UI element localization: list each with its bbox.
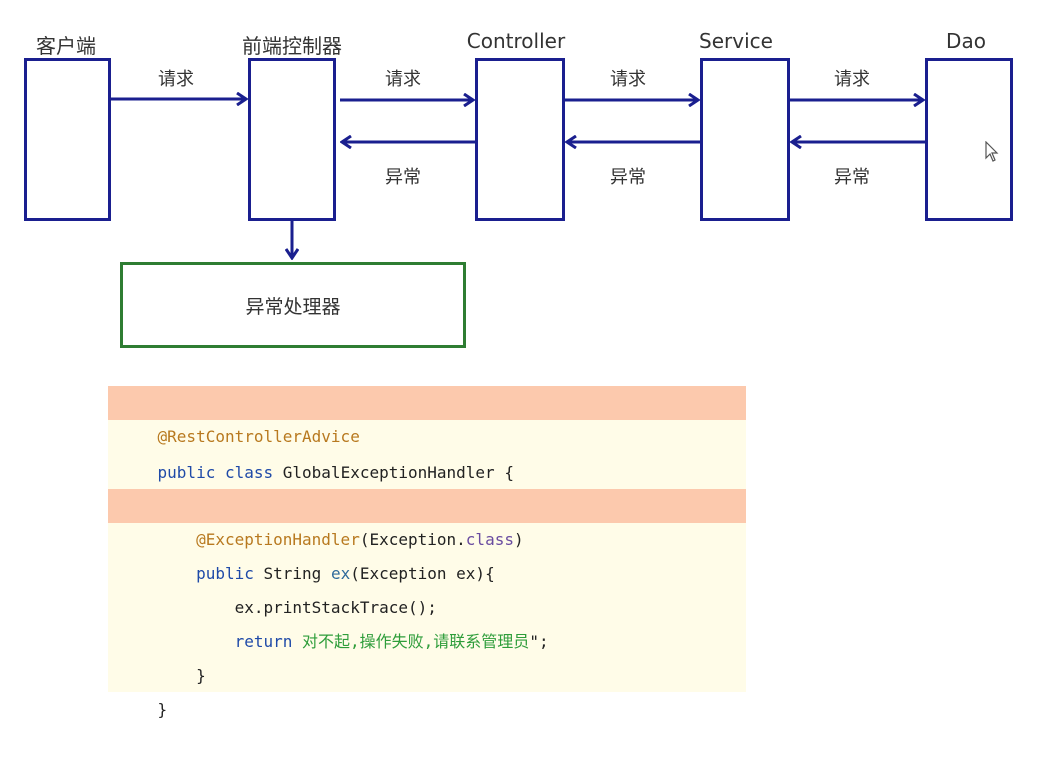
node-box-front-controller — [248, 58, 336, 221]
node-box-dao — [925, 58, 1013, 221]
plain-token: (Exception. — [359, 530, 466, 549]
mouse-cursor-icon — [985, 141, 999, 162]
edge-label-request-4: 请求 — [834, 69, 870, 90]
edge-label-request-3: 请求 — [610, 69, 646, 90]
annotation-token: @RestControllerAdvice — [157, 427, 360, 446]
edge-label-exception-1: 异常 — [385, 167, 421, 188]
annotation-token: @ExceptionHandler — [196, 530, 360, 549]
class-name-token: GlobalExceptionHandler { — [282, 463, 514, 482]
plain-token: (Exception ex){ — [350, 564, 495, 583]
exception-handler-label: 异常处理器 — [245, 295, 341, 318]
node-label-front-controller: 前端控制器 — [242, 34, 342, 58]
edge-label-request-1: 请求 — [158, 69, 194, 90]
edge-label-request-2: 请求 — [385, 69, 421, 90]
exception-handler-box: 异常处理器 — [120, 262, 466, 348]
class-keyword-token: class — [465, 530, 514, 549]
code-line-6: ex.printStackTrace(); — [108, 557, 746, 617]
node-label-client: 客户端 — [36, 34, 96, 58]
node-box-service — [700, 58, 790, 221]
code-line-5: public String ex(Exception ex){ — [108, 523, 746, 583]
code-line-2: public class GlobalExceptionHandler { — [108, 422, 746, 482]
node-box-client — [24, 58, 111, 221]
code-line-8: } — [108, 625, 746, 685]
string-token: 对不起,操作失败,请联系管理员 — [302, 632, 530, 651]
statement-token: ex.printStackTrace(); — [157, 598, 437, 617]
edge-label-exception-3: 异常 — [834, 167, 870, 188]
node-box-controller — [475, 58, 565, 221]
type-token: String — [263, 564, 331, 583]
keyword-token: return — [234, 632, 303, 651]
keyword-token: public — [196, 564, 264, 583]
node-label-service: Service — [699, 29, 773, 53]
keyword-token: public class — [157, 463, 283, 482]
node-label-controller: Controller — [466, 29, 566, 53]
code-line-7: return 对不起,操作失败,请联系管理员"; — [108, 591, 746, 651]
code-line-9: } — [108, 659, 746, 719]
plain-token: ) — [513, 530, 524, 549]
code-line-4: @ExceptionHandler(Exception.class) — [108, 489, 746, 549]
closing-brace: } — [157, 666, 206, 685]
code-line-1: @RestControllerAdvice — [108, 386, 746, 446]
edge-label-exception-2: 异常 — [610, 167, 646, 188]
node-label-dao: Dao — [946, 29, 986, 53]
plain-token: "; — [529, 632, 549, 651]
method-name-token: ex — [330, 564, 351, 583]
closing-brace: } — [157, 700, 168, 719]
code-block: @RestControllerAdvice public class Globa… — [108, 386, 746, 719]
